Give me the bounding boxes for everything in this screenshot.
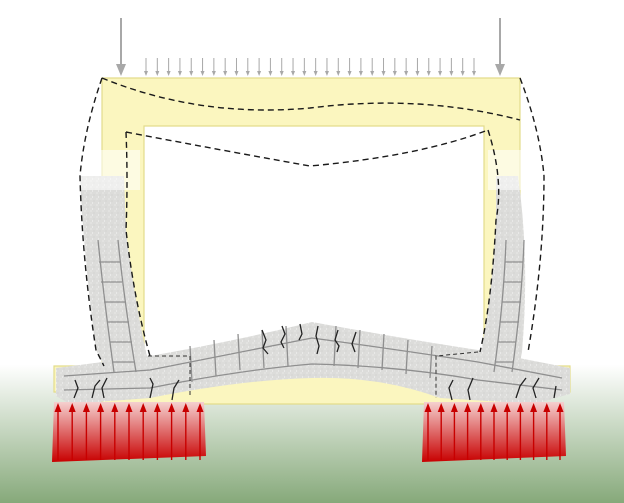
distributed-load-arrow-icon xyxy=(324,58,329,76)
distributed-load-arrow-icon xyxy=(336,58,341,76)
distributed-load-arrow-icon xyxy=(177,58,182,76)
point-load-arrow-icon xyxy=(495,18,505,76)
distributed-load-arrow-icon xyxy=(426,58,431,76)
soil-pressure-right xyxy=(422,402,566,462)
soil-pressure-arrow-icon xyxy=(490,403,498,460)
distributed-load-arrow-icon xyxy=(313,58,318,76)
soil-pressure-arrow-icon xyxy=(464,403,472,460)
soil-pressure-arrow-icon xyxy=(125,403,133,460)
right-column-rebars xyxy=(493,239,525,373)
deformed-outline xyxy=(79,77,545,367)
soil-pressure-arrow-icon xyxy=(424,403,432,460)
crack-marks xyxy=(73,323,557,401)
soil-pressure-arrow-icon xyxy=(182,403,190,460)
distributed-load-arrow-icon xyxy=(211,58,216,76)
distributed-load-arrow-icon xyxy=(392,58,397,76)
distributed-load-arrow-icon xyxy=(155,58,160,76)
left-column xyxy=(80,176,150,370)
distributed-load-arrow-icon xyxy=(460,58,465,76)
distributed-load-arrow-icon xyxy=(257,58,262,76)
distributed-load-arrow-icon xyxy=(449,58,454,76)
soil-pressure-arrow-icon xyxy=(111,403,119,460)
soil-pressure-arrow-icon xyxy=(450,403,458,460)
soil-pressure-left xyxy=(52,402,206,462)
distributed-load-arrow-icon xyxy=(302,58,307,76)
distributed-load-arrow-icon xyxy=(381,58,386,76)
deformed-concrete-frame xyxy=(56,150,570,404)
soil-pressure-arrow-icon xyxy=(153,403,161,460)
distributed-load-arrow-icon xyxy=(166,58,171,76)
right-column xyxy=(478,176,526,372)
distributed-load-arrow-icon xyxy=(358,58,363,76)
soil-pressure-arrow-icon xyxy=(68,403,76,460)
distributed-load-arrow-icon xyxy=(189,58,194,76)
bottom-slab xyxy=(56,322,570,404)
distributed-load-arrow-icon xyxy=(370,58,375,76)
left-column-rebars xyxy=(97,239,137,373)
soil-pressure-arrow-icon xyxy=(477,403,485,460)
soil-pressure-arrow-icon xyxy=(543,403,551,460)
soil-pressure-arrow-icon xyxy=(556,403,564,460)
soil-pressure-arrow-icon xyxy=(437,403,445,460)
distributed-load-arrow-icon xyxy=(472,58,476,76)
distributed-load-arrow-icon xyxy=(245,58,250,76)
soil-pressure-arrow-icon xyxy=(503,403,511,460)
slab-rebars xyxy=(63,325,563,391)
distributed-load-arrow-icon xyxy=(223,58,228,76)
distributed-load-arrow-icon xyxy=(404,58,409,76)
distributed-load-arrow-icon xyxy=(415,58,420,76)
distributed-load-arrow-icon xyxy=(347,58,352,76)
soil-pressure-arrow-icon xyxy=(168,403,176,460)
point-load-arrow-icon xyxy=(116,18,126,76)
soil-pressure-arrow-icon xyxy=(516,403,524,460)
distributed-load-arrow-icon xyxy=(234,58,239,76)
soil-pressure-arrow-icon xyxy=(82,403,90,460)
distributed-load-arrow-icon xyxy=(291,58,296,76)
distributed-load-arrow-icon xyxy=(268,58,273,76)
distributed-load-arrows xyxy=(144,58,476,76)
distributed-load-arrow-icon xyxy=(279,58,284,76)
distributed-load-arrow-icon xyxy=(200,58,205,76)
soil-pressure-arrow-icon xyxy=(196,403,204,460)
soil-pressure-arrow-icon xyxy=(97,403,105,460)
soil-pressure-arrow-icon xyxy=(54,403,62,460)
point-load-arrows xyxy=(116,18,505,76)
soil-pressure-arrow-icon xyxy=(530,403,538,460)
distributed-load-arrow-icon xyxy=(438,58,443,76)
distributed-load-arrow-icon xyxy=(144,58,148,76)
soil-pressure-arrow-icon xyxy=(139,403,147,460)
